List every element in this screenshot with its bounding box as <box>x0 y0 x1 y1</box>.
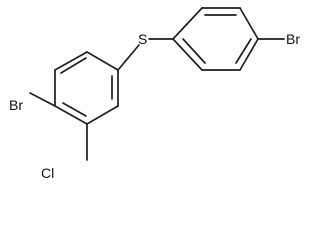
bond-right-ring-bottom-right <box>239 38 259 71</box>
bond-left-ring-bottom-right <box>86 105 119 125</box>
chlorine-label: Cl <box>41 165 54 181</box>
bond-right-ring-bottom-left <box>172 38 203 71</box>
bond-left-ring-top-left <box>54 51 88 71</box>
bond-left-ring-top <box>86 51 119 71</box>
structure-svg: S Br Br Cl <box>9 7 300 181</box>
bond-right-ring-top-left <box>172 7 203 40</box>
double-bond-right-ring-3 <box>182 38 206 64</box>
bond-left-ring-bottom-left <box>54 105 88 125</box>
molecule-diagram: S Br Br Cl <box>9 7 300 181</box>
double-bond-left-ring-2 <box>62 102 87 117</box>
bond-left-ring-to-sulfur <box>117 44 140 71</box>
bromine-left-label: Br <box>9 97 23 113</box>
bond-right-ring-top-right <box>239 7 259 40</box>
sulfur-label: S <box>138 31 147 47</box>
double-bond-right-ring-2 <box>235 38 252 64</box>
double-bond-left-ring-1 <box>60 57 87 74</box>
bromine-right-label: Br <box>286 31 300 47</box>
bond-left-bromine <box>29 92 56 107</box>
